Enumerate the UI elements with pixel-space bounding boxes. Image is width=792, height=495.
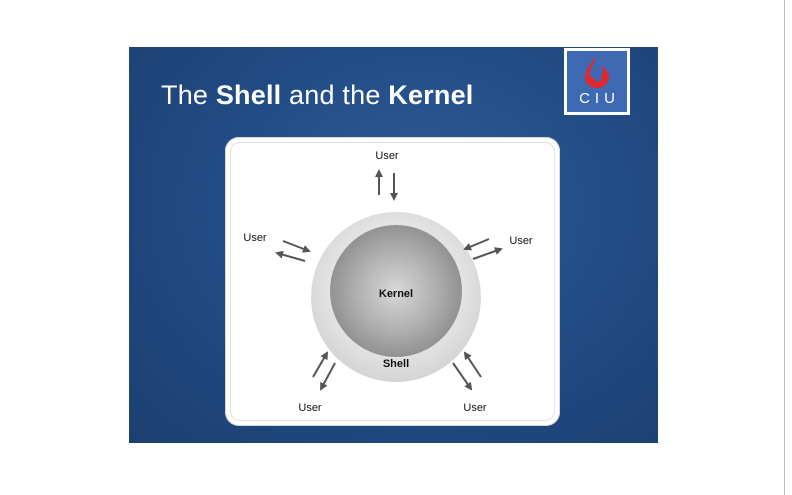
flame-icon: [585, 56, 609, 88]
user-bottom-left-label: User: [298, 402, 322, 414]
arrow-bottom-right-up: [463, 351, 482, 378]
diagram-card: Kernel Shell User User User User User: [225, 137, 560, 426]
arrow-right-in: [463, 238, 490, 251]
title-prefix: The: [161, 80, 216, 110]
user-right-label: User: [509, 235, 533, 247]
arrow-bottom-left-up: [312, 351, 329, 378]
kernel-core: [330, 225, 462, 357]
arrow-bottom-right-down: [452, 362, 473, 391]
user-bottom-right-label: User: [463, 402, 487, 414]
arrow-left-in: [282, 240, 311, 253]
shell-label: Shell: [383, 358, 409, 370]
logo-panel: CIU: [567, 51, 627, 112]
arrow-bottom-left-down: [320, 362, 336, 391]
title-shell: Shell: [215, 80, 282, 110]
user-top-label: User: [375, 150, 399, 162]
kernel-label: Kernel: [379, 288, 413, 300]
arrow-left-out: [275, 250, 306, 262]
title-kernel: Kernel: [388, 80, 474, 110]
ciu-logo: CIU: [564, 48, 630, 115]
logo-text: CIU: [579, 90, 620, 107]
arrow-right-out: [472, 247, 503, 260]
user-left-label: User: [243, 232, 267, 244]
shell-kernel-diagram: Kernel Shell User User User User User: [243, 150, 533, 414]
diagram-inner-border: [230, 142, 555, 421]
slide: The Shell and the Kernel CIU: [129, 47, 658, 443]
page-edge-rule: [784, 0, 785, 495]
slide-title: The Shell and the Kernel: [161, 80, 473, 111]
title-middle: and the: [281, 80, 389, 110]
